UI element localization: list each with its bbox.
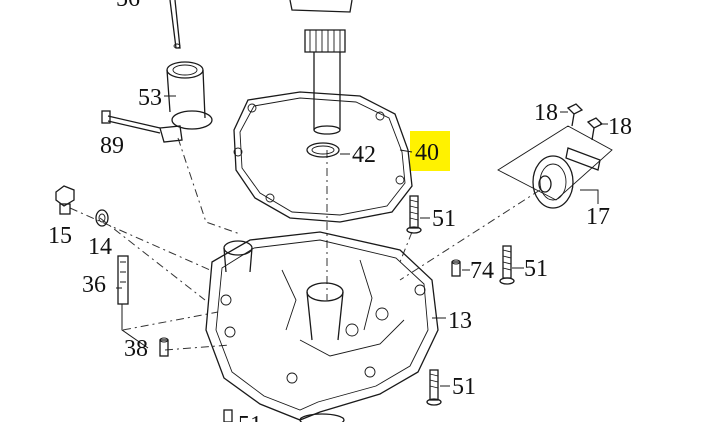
part-labels: 56 53 89 15 14 36 38 42 40 18 18 17 51 7… <box>48 0 632 422</box>
crankcase-cover-part <box>205 231 439 422</box>
washer-part <box>95 209 109 227</box>
label-42: 42 <box>352 142 376 168</box>
bolt-18-parts <box>566 103 604 141</box>
oil-filler-tube-part <box>159 61 213 143</box>
assembly-guide-lines <box>69 137 541 351</box>
label-51-right: 51 <box>524 256 548 282</box>
label-51-upper: 51 <box>432 206 456 232</box>
pin-74-part <box>451 259 461 277</box>
governor-assembly-part <box>497 125 613 209</box>
label-40: 40 <box>415 140 439 166</box>
dowel-pin-part <box>117 255 129 305</box>
label-14: 14 <box>88 234 112 260</box>
gasket-part <box>233 91 413 223</box>
label-18-left: 18 <box>534 100 558 126</box>
label-17: 17 <box>586 204 610 230</box>
bolt-51-parts <box>223 195 515 422</box>
pin-38-part <box>159 337 169 357</box>
dipstick-part <box>169 0 181 49</box>
bolt-89-part <box>101 110 161 134</box>
crankshaft-part <box>289 0 353 135</box>
label-74: 74 <box>470 258 494 284</box>
label-13: 13 <box>448 308 472 334</box>
label-15: 15 <box>48 223 72 249</box>
label-51-lower: 51 <box>452 374 476 400</box>
label-56: 56 <box>116 0 140 12</box>
highlight-box-40 <box>410 131 450 171</box>
leader-lines <box>116 95 608 387</box>
label-89: 89 <box>100 133 124 159</box>
o-ring-part <box>306 142 340 158</box>
label-38: 38 <box>124 336 148 362</box>
label-51-bottom: 51 <box>238 412 262 422</box>
label-36: 36 <box>82 272 106 298</box>
label-53: 53 <box>138 85 162 111</box>
label-18-right: 18 <box>608 114 632 140</box>
drain-plug-part <box>55 185 75 215</box>
